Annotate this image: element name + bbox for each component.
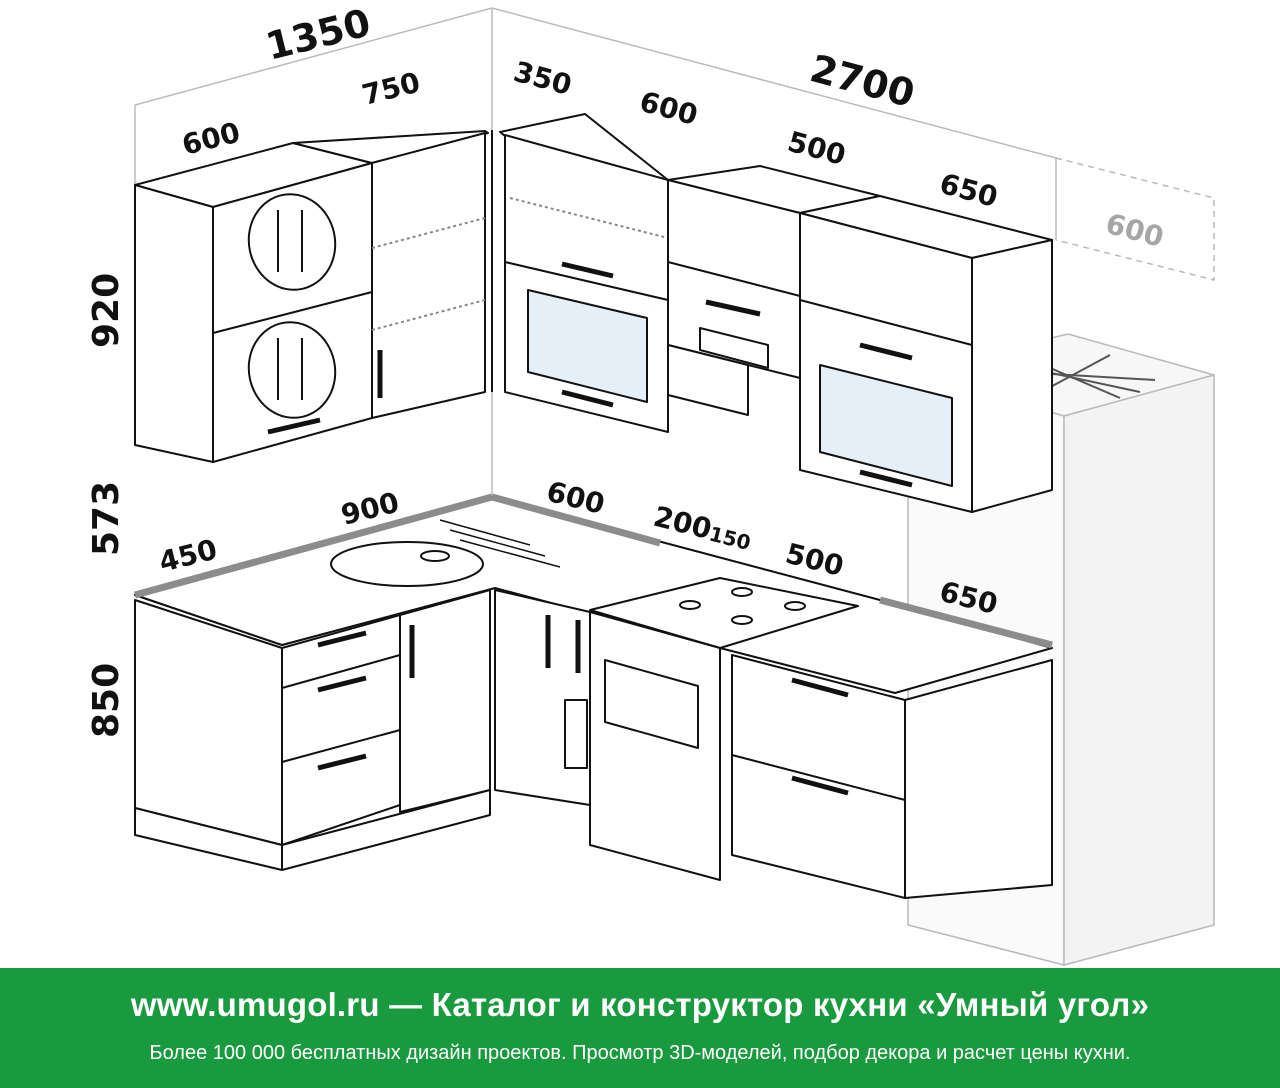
promo-banner: www.umugol.ru — Каталог и конструктор ку…: [0, 968, 1280, 1088]
dim-fridge-top: 600: [1102, 207, 1167, 254]
burner-icon: [679, 587, 806, 625]
dim-upper-depth-total: 1350: [262, 0, 375, 68]
dim-counter-back-2: 200: [650, 500, 715, 546]
kitchen-diagram: 1350 600 750 2700 350 600 500 650 600 92…: [86, 0, 1215, 966]
dim-back-upper-1: 350: [510, 55, 575, 102]
upper-cabinet-back: [491, 113, 1053, 513]
dim-back-upper-4: 650: [936, 167, 1001, 214]
sink: [330, 541, 484, 587]
countertop: [134, 493, 1053, 694]
oven: [589, 611, 721, 881]
dim-height-upper: 920: [86, 273, 127, 348]
base-cabinet-left: [134, 534, 496, 871]
dim-upper-left-a: 600: [179, 116, 244, 162]
fork-knife-icon: [247, 193, 337, 419]
dim-back-total: 2700: [806, 46, 920, 116]
base-cabinet-back: [494, 577, 1053, 899]
banner-subtitle: Более 100 000 бесплатных дизайн проектов…: [149, 1042, 1131, 1064]
dim-upper-left-b: 750: [359, 66, 424, 112]
dim-back-upper-2: 600: [636, 85, 701, 132]
dim-height-lower: 850: [86, 663, 127, 738]
dim-height-gap: 573: [86, 481, 127, 556]
banner-title[interactable]: www.umugol.ru — Каталог и конструктор ку…: [130, 986, 1150, 1023]
dim-back-upper-3: 500: [784, 125, 849, 172]
upper-cabinet-corner: [267, 132, 486, 435]
upper-cabinet-left: [134, 130, 489, 463]
dim-counter-back-3: 150: [707, 522, 753, 555]
